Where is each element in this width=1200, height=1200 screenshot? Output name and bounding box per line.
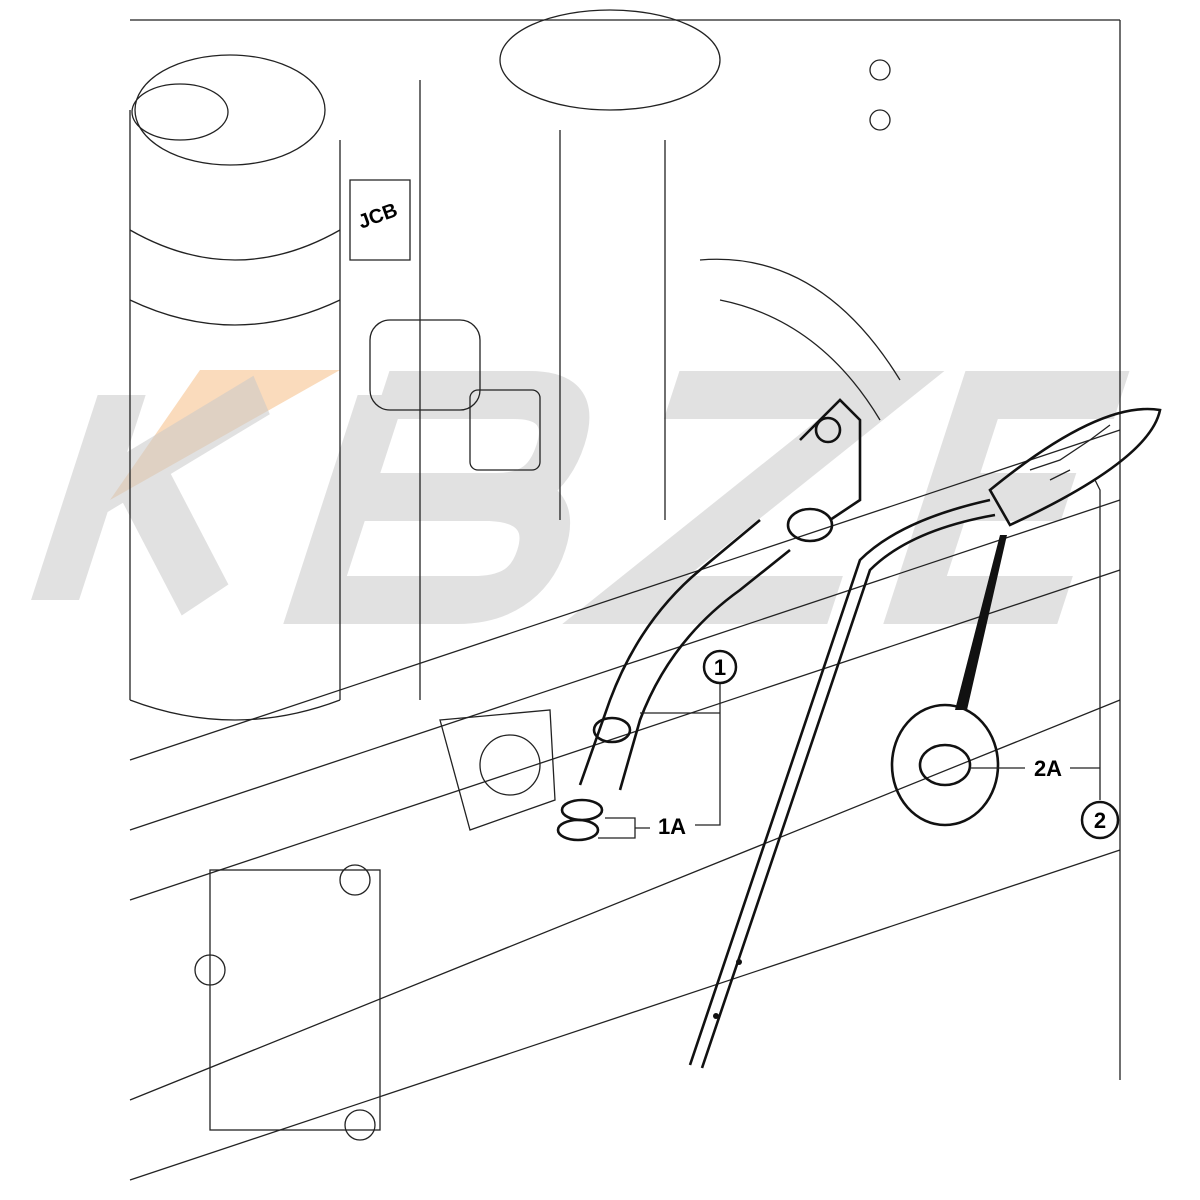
callout-2a: 2A (1034, 756, 1062, 781)
callout-1: 1 (702, 649, 738, 685)
watermark-logo (31, 370, 1130, 624)
engine-badge: JCB (355, 199, 400, 233)
callout-1a-label: 1A (658, 814, 686, 839)
tube-o-rings (556, 798, 604, 842)
dipstick-seal (890, 535, 1007, 827)
leader-lines (598, 479, 1101, 839)
callout-2: 2 (1080, 800, 1120, 840)
engine-block (129, 9, 1121, 1181)
dipstick-tube (578, 398, 862, 791)
callout-2a-label: 2A (1034, 756, 1062, 781)
dipstick (688, 407, 1162, 1069)
callout-2-label: 2 (1094, 808, 1106, 833)
callout-1-label: 1 (714, 655, 726, 680)
callout-1a: 1A (658, 814, 686, 839)
